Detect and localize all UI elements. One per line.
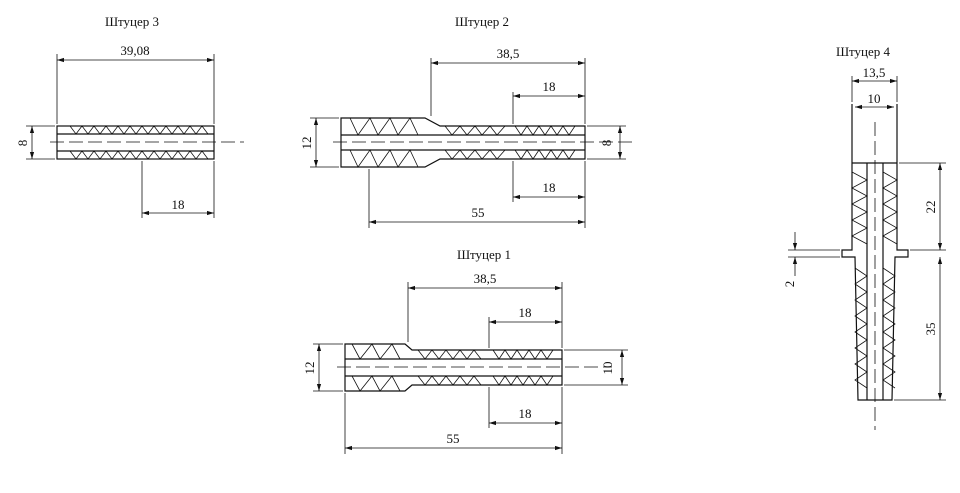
- fitting-2-dim-hose: 8: [587, 125, 626, 160]
- fitting-2-barb-start-label: 38,5: [497, 46, 520, 61]
- fitting-2-barb-top-label: 18: [543, 79, 556, 94]
- fitting-1-hose-label: 10: [600, 362, 615, 375]
- fitting-3-barb-label: 18: [172, 197, 185, 212]
- fitting-1-barb-top-label: 18: [519, 305, 532, 320]
- fitting-1-dim-outer: 12: [302, 343, 343, 392]
- fitting-1-body: [337, 343, 612, 392]
- fitting-3-dim-diameter: 8: [15, 125, 55, 160]
- fitting-1: Штуцер 1 38,5 18: [302, 247, 628, 454]
- fitting-4-title: Штуцер 4: [836, 44, 891, 59]
- fitting-1-outer-label: 12: [302, 362, 317, 375]
- fitting-3-dim-barb: 18: [141, 161, 215, 218]
- fitting-3-dim-length: 39,08: [56, 43, 215, 124]
- fitting-4-outer-label: 13,5: [863, 65, 886, 80]
- fitting-2: Штуцер 2 38,5 18: [299, 14, 632, 228]
- fitting-4-dim-upper: 22: [899, 162, 946, 251]
- fitting-4-dim-flange: 2: [782, 232, 840, 287]
- fitting-4-upper-label: 22: [923, 201, 938, 214]
- fitting-3: Штуцер 3 39,08 8 18: [15, 14, 244, 218]
- fitting-1-barb-start-label: 38,5: [474, 271, 497, 286]
- fitting-4: Штуцер 4 13,5 10: [782, 44, 946, 430]
- fitting-2-barb-bottom-label: 18: [543, 180, 556, 195]
- fitting-3-body: [50, 125, 244, 160]
- fitting-4-inner-label: 10: [868, 91, 881, 106]
- fitting-1-dim-total: 55: [344, 393, 562, 454]
- fitting-2-body: [333, 117, 632, 168]
- fitting-2-outer-label: 12: [299, 137, 314, 150]
- fitting-1-barb-bottom-label: 18: [519, 406, 532, 421]
- fitting-1-dim-barb-top: 18: [488, 305, 562, 348]
- fitting-2-dim-total: 55: [368, 169, 585, 228]
- fitting-1-title: Штуцер 1: [457, 247, 511, 262]
- fitting-2-dim-barb-bottom: 18: [512, 161, 586, 228]
- fitting-2-dim-barb-start: 38,5: [430, 46, 586, 124]
- fitting-3-diameter-label: 8: [15, 140, 30, 147]
- fitting-3-title: Штуцер 3: [105, 14, 159, 29]
- fitting-4-dim-outer: 13,5: [851, 65, 898, 102]
- fitting-2-total-label: 55: [472, 205, 485, 220]
- fitting-4-body: [841, 104, 909, 430]
- fitting-4-dim-inner: 10: [855, 91, 894, 110]
- fitting-2-dim-barb-top: 18: [512, 79, 585, 124]
- fitting-2-title: Штуцер 2: [455, 14, 509, 29]
- fitting-1-dim-hose: 10: [564, 349, 628, 386]
- fitting-1-total-label: 55: [447, 431, 460, 446]
- fitting-4-dim-lower: 35: [894, 257, 946, 401]
- fitting-4-flange-label: 2: [782, 281, 797, 288]
- fitting-3-length-label: 39,08: [120, 43, 149, 58]
- fitting-4-lower-label: 35: [923, 323, 938, 336]
- fitting-1-dim-barb-bottom: 18: [488, 387, 563, 454]
- fitting-2-dim-outer: 12: [299, 117, 339, 168]
- fitting-1-dim-barb-start: 38,5: [407, 271, 563, 348]
- fitting-2-hose-label: 8: [599, 140, 614, 147]
